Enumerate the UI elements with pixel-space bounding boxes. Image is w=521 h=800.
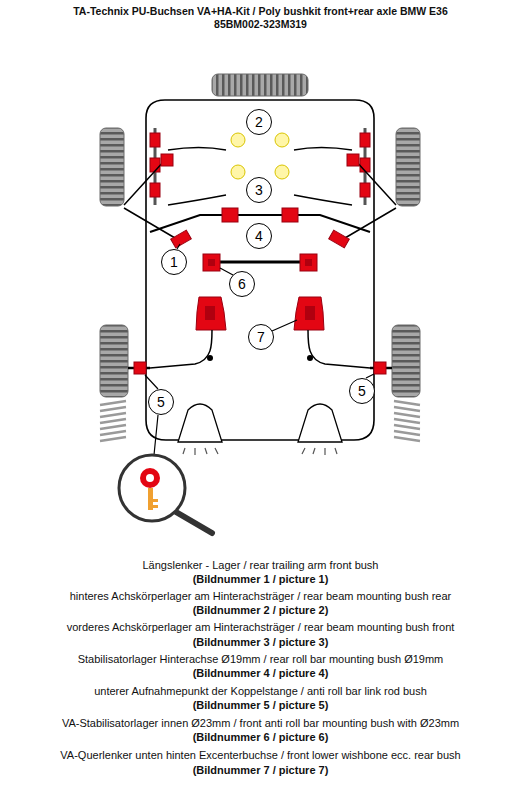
trailing-arm bbox=[150, 330, 212, 368]
caption-line: (Bildnummer 1 / picture 1) bbox=[5, 573, 516, 586]
caption-line: Längslenker - Lager / rear trailing arm … bbox=[5, 559, 516, 572]
front-tire-top bbox=[212, 74, 308, 96]
strut-bush bbox=[150, 133, 160, 147]
caption-line: vorderes Achskörperlager am Hinterachstr… bbox=[5, 621, 516, 634]
roll-bar-bush bbox=[203, 254, 220, 271]
magnifier-lens bbox=[119, 455, 185, 521]
wishbone-front-bush bbox=[161, 154, 173, 166]
bolt-detail bbox=[148, 488, 153, 510]
callout-text: 5 bbox=[358, 383, 366, 399]
callout-text: 3 bbox=[255, 182, 263, 198]
exhaust-tip bbox=[178, 404, 222, 442]
caption-line: unterer Aufnahmepunkt der Koppelstange /… bbox=[5, 685, 516, 698]
caption-line: (Bildnummer 3 / picture 3) bbox=[5, 636, 516, 649]
wishbone-rear-bush bbox=[171, 230, 192, 248]
leader-lines bbox=[145, 244, 374, 455]
anti-roll-bar bbox=[150, 215, 260, 232]
callout-number: 5 bbox=[349, 378, 375, 404]
body-outline bbox=[146, 100, 260, 440]
magnifier bbox=[119, 455, 212, 533]
strut-bush bbox=[150, 183, 160, 197]
callout-number: 2 bbox=[246, 109, 272, 135]
chassis-half-mirrored bbox=[260, 100, 420, 455]
bolt-tooth bbox=[153, 499, 158, 502]
bush-hole bbox=[146, 474, 154, 482]
front-subframe bbox=[168, 148, 226, 206]
bolt-tooth bbox=[153, 505, 158, 508]
caption-line: (Bildnummer 7 / picture 7) bbox=[5, 764, 516, 777]
subframe-mount bbox=[231, 133, 245, 147]
caption-line: VA-Querlenker unten hinten Excenterbuchs… bbox=[5, 749, 516, 762]
caption-line: (Bildnummer 4 / picture 4) bbox=[5, 667, 516, 680]
caption-line: (Bildnummer 6 / picture 6) bbox=[5, 731, 516, 744]
rear-bar bbox=[220, 261, 260, 264]
subframe-mount bbox=[231, 165, 245, 179]
title: TA-Technix PU-Buchsen VA+HA-Kit / Poly b… bbox=[5, 5, 516, 18]
callout-text: 6 bbox=[238, 276, 246, 292]
link-rod-bush bbox=[134, 362, 146, 374]
caption-line: (Bildnummer 5 / picture 5) bbox=[5, 699, 516, 712]
chassis-half bbox=[100, 100, 260, 455]
caption-line: (Bildnummer 2 / picture 2) bbox=[5, 604, 516, 617]
callout-number: 3 bbox=[246, 177, 272, 203]
callout-number: 1 bbox=[161, 249, 187, 275]
exhaust-lines bbox=[183, 448, 218, 455]
caption-line: Stabilisatorlager Hinterachse Ø19mm / re… bbox=[5, 653, 516, 666]
bush-core bbox=[205, 306, 215, 320]
pivot-dot bbox=[207, 355, 213, 361]
part-number: 85BM002-323M319 bbox=[5, 18, 516, 31]
bush-detail bbox=[140, 468, 160, 488]
callout-number: 4 bbox=[246, 223, 272, 249]
coil-spring bbox=[100, 401, 126, 441]
bush-core bbox=[208, 259, 215, 266]
caption-line: hinteres Achskörperlager am Hinterachstr… bbox=[5, 590, 516, 603]
callout-number: 5 bbox=[148, 389, 174, 415]
caption-line: VA-Stabilisatorlager innen Ø23mm / front… bbox=[5, 717, 516, 730]
callout-text: 7 bbox=[257, 329, 265, 345]
front-tire bbox=[100, 128, 124, 206]
roll-bar-bush bbox=[222, 208, 238, 222]
callout-text: 2 bbox=[255, 114, 263, 130]
callout-text: 5 bbox=[157, 394, 165, 410]
callout-number: 7 bbox=[248, 324, 274, 350]
callout-text: 4 bbox=[255, 228, 263, 244]
rear-tire bbox=[100, 325, 128, 397]
callout-number: 6 bbox=[229, 271, 255, 297]
callout-text: 1 bbox=[170, 254, 178, 270]
trailing-arm-bush bbox=[196, 297, 226, 330]
magnifier-handle bbox=[176, 512, 212, 533]
